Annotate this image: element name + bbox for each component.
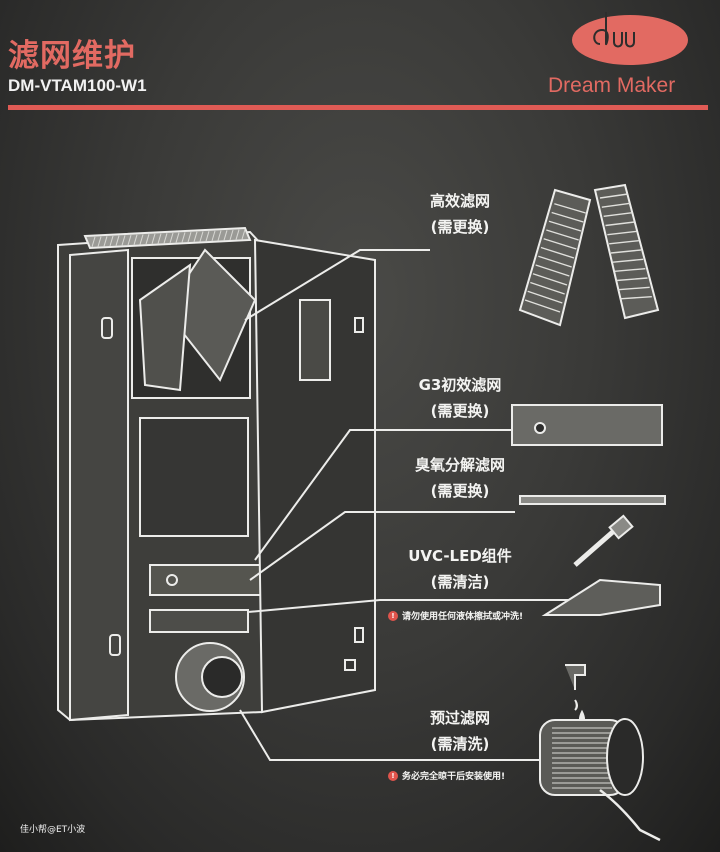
- grille-slat: [199, 231, 204, 242]
- model-number: DM-VTAM100-W1: [8, 76, 147, 95]
- grille-slat: [175, 232, 180, 243]
- grille-slat: [193, 231, 198, 242]
- grille-slat: [97, 236, 102, 247]
- warning-text: 务必完全晾干后安装使用!: [402, 772, 506, 782]
- grille-slat: [157, 233, 162, 244]
- grille-slat: [217, 230, 222, 241]
- filter-pleat: [605, 221, 635, 227]
- grille-slat: [181, 232, 186, 243]
- part-uvc-led: UVC-LED组件 (需清洁): [380, 543, 540, 595]
- part-name: 预过滤网: [429, 709, 490, 727]
- grille-slat: [187, 231, 192, 243]
- filter-pleat: [546, 229, 579, 241]
- grille-slat: [115, 235, 120, 246]
- filter-pleat: [524, 299, 561, 313]
- filter-pleat: [599, 193, 629, 199]
- grille-slat: [127, 234, 132, 246]
- filter-pleat: [554, 203, 586, 214]
- filter-pleat: [527, 290, 563, 304]
- warning-icon: !: [388, 610, 398, 621]
- filter-pleat: [532, 273, 568, 286]
- filter-pleat: [610, 249, 642, 254]
- part-name: G3初效滤网: [418, 376, 502, 394]
- filter-pleat: [543, 238, 577, 250]
- page-title: 滤网维护: [8, 38, 136, 74]
- warning-text: 请勿使用任何液体擦拭或冲洗!: [402, 612, 524, 622]
- part-name: 臭氧分解滤网: [414, 456, 505, 474]
- grille-slat: [139, 234, 144, 245]
- prefilter-warning: ! 务必完全晾干后安装使用!: [388, 769, 505, 782]
- grille-slat: [235, 229, 240, 240]
- grille-slat: [133, 234, 138, 245]
- uvc-warning: ! 请勿使用任何液体擦拭或冲洗!: [388, 609, 523, 622]
- filter-pleat: [538, 255, 572, 268]
- part-note: (需清洗): [430, 735, 490, 753]
- part-g3-filter: G3初效滤网 (需更换): [380, 372, 540, 424]
- grille-slat: [121, 235, 126, 246]
- grille-slat: [151, 233, 156, 245]
- part-prefilter: 预过滤网 (需清洗): [380, 705, 540, 757]
- part-note: (需清洁): [430, 573, 490, 591]
- grille-slat: [91, 236, 96, 248]
- filter-pleat: [609, 239, 639, 245]
- grille-slat: [223, 230, 228, 241]
- part-ozone-filter: 臭氧分解滤网 (需更换): [380, 452, 540, 504]
- filter-pleat: [535, 264, 570, 277]
- grille-slat: [145, 234, 150, 245]
- part-note: (需更换): [430, 218, 490, 236]
- brand-name: Dream Maker: [548, 74, 676, 97]
- grille-slat: [205, 231, 210, 242]
- filter-pleat: [612, 258, 644, 263]
- filter-pleat: [551, 211, 584, 223]
- watermark: 佳小帮@ET小波: [20, 825, 86, 835]
- filter-pleat: [616, 277, 648, 282]
- warning-icon: !: [388, 770, 398, 781]
- grille-slat: [169, 232, 174, 244]
- brand-logo: [572, 12, 688, 65]
- part-note: (需更换): [430, 402, 490, 420]
- grille-slat: [229, 229, 234, 241]
- header-divider: [8, 105, 708, 110]
- part-name: UVC-LED组件: [408, 547, 512, 565]
- filter-pleat: [618, 286, 650, 291]
- grille-slat: [163, 233, 168, 244]
- filter-pleat: [607, 230, 637, 236]
- part-note: (需更换): [430, 482, 490, 500]
- filter-pleat: [540, 246, 575, 259]
- grille-slat: [103, 236, 108, 247]
- part-hepa-filter: 高效滤网 (需更换): [380, 188, 540, 240]
- part-name: 高效滤网: [429, 192, 490, 210]
- filter-pleat: [614, 267, 646, 273]
- grille-slat: [109, 235, 114, 247]
- filter-pleat: [620, 295, 652, 300]
- grille-slat: [211, 230, 216, 242]
- filter-pleat: [548, 220, 582, 232]
- filter-pleat: [603, 211, 633, 218]
- grille-slat: [241, 229, 246, 240]
- filter-pleat: [601, 202, 631, 208]
- filter-pleat: [530, 281, 565, 295]
